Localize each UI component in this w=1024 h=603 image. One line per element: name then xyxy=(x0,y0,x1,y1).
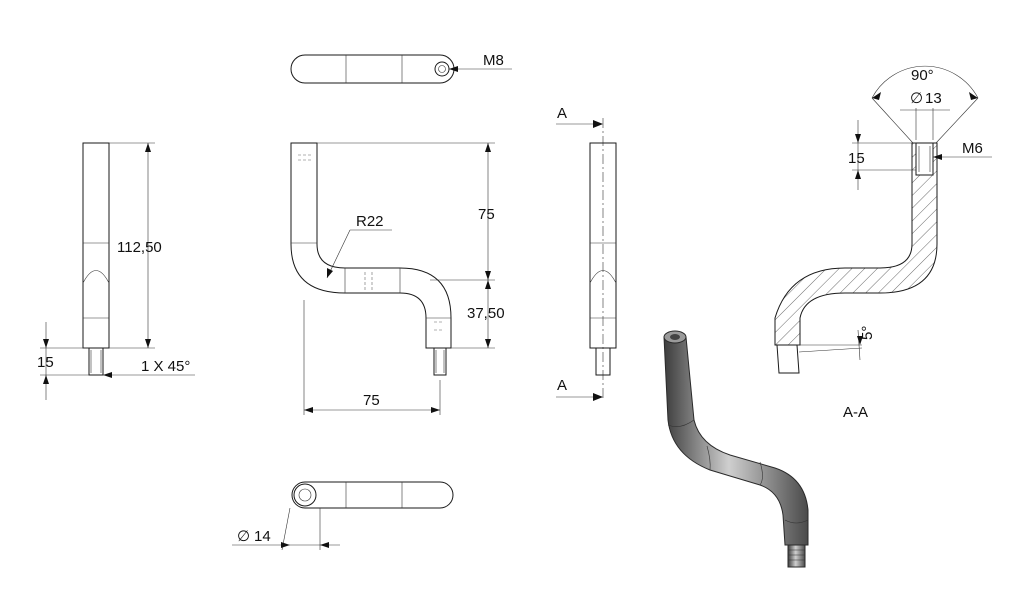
front-view-outline xyxy=(290,142,452,349)
top-view-outline xyxy=(290,54,455,84)
section-a-a-view: 90° ∅ 13 15 M6 5° A-A xyxy=(774,65,992,421)
iso-3d-render xyxy=(663,330,809,568)
front-view: 75 37,50 R22 75 xyxy=(290,142,505,415)
diameter-symbol-countersink: ∅ xyxy=(910,90,923,107)
dim-thread-section: M6 xyxy=(962,140,983,157)
side-view-thread xyxy=(88,347,104,376)
dim-diameter-rod: 14 xyxy=(254,528,271,545)
dim-lower-height: 37,50 xyxy=(467,305,505,322)
cut-label-top: A xyxy=(557,105,567,122)
dim-tilt-angle: 5° xyxy=(859,326,876,340)
cut-label-bottom: A xyxy=(557,377,567,394)
dim-upper-height: 75 xyxy=(478,206,495,223)
side-view-rod xyxy=(82,142,110,349)
section-view-label: A-A xyxy=(843,404,868,421)
dim-width: 75 xyxy=(363,392,380,409)
top-view: M8 xyxy=(290,52,512,84)
iso-thread-stud xyxy=(787,544,806,568)
dim-height-total: 112,50 xyxy=(117,239,162,256)
section-hatched-body xyxy=(774,142,938,346)
side-view-left: 112,50 15 1 X 45° xyxy=(37,142,195,400)
dim-countersink-dia: 13 xyxy=(925,90,942,107)
dim-countersink-angle: 90° xyxy=(911,67,934,84)
dim-chamfer: 1 X 45° xyxy=(141,358,190,375)
dim-thread-top: M8 xyxy=(483,52,504,69)
bottom-view: ∅ 14 xyxy=(232,481,454,551)
front-view-thread xyxy=(433,347,447,376)
section-thread-stud xyxy=(776,344,800,374)
section-cut-view: A A xyxy=(556,105,617,401)
bottom-view-outline xyxy=(291,481,454,509)
diameter-symbol-rod: ∅ xyxy=(237,528,250,545)
dim-bend-radius: R22 xyxy=(356,213,384,230)
dim-thread-depth: 15 xyxy=(848,150,865,167)
section-thread-hole xyxy=(915,142,934,176)
dim-thread-length-left: 15 xyxy=(37,354,54,371)
iso-rod-body xyxy=(663,336,809,546)
